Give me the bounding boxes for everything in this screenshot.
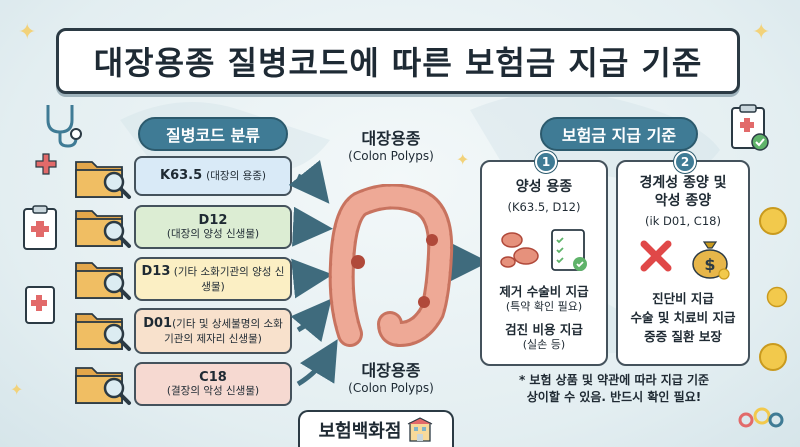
note-line: * 보험 상품 및 약관에 따라 지급 기준 [518, 373, 710, 387]
title-banner: 대장용종 질병코드에 따른 보험금 지급 기준 [56, 28, 740, 94]
folder-magnifier-icon [74, 306, 132, 351]
folder-magnifier-icon [74, 203, 132, 248]
document-icon [24, 285, 56, 329]
sparkle-icon: ✦ [752, 20, 771, 45]
code-label: K63.5 [160, 168, 203, 184]
code-label: C18 [199, 369, 227, 385]
code-desc: (기타 소화기관의 양성 신생물) [173, 266, 285, 293]
folder-magnifier-icon [74, 360, 132, 405]
coin-icon [758, 206, 788, 240]
card-codes: (ik D01, C18) [645, 214, 721, 228]
brand-tab: 보험백화점 [298, 410, 454, 447]
card-title-line: 악성 종양 [654, 193, 712, 210]
card-benefit-1: 제거 수술비 지급 (특약 확인 필요) [482, 284, 606, 315]
benefit-card-benign: 1 양성 용종 (K63.5, D12) 제거 수술비 지급 (특약 확인 필요… [480, 151, 608, 366]
brand-name: 보험백화점 [318, 420, 402, 442]
card-title-line: 경계성 종양 및 [639, 175, 727, 191]
page-title: 대장용종 질병코드에 따른 보험금 지급 기준 [93, 44, 703, 82]
brand-logo-icon [738, 396, 784, 434]
checklist-icon [730, 104, 770, 156]
polyp [351, 255, 365, 269]
medical-cross-icon [34, 152, 58, 180]
card-codes: (K63.5, D12) [507, 200, 581, 214]
colon-top-label: 대장용종 (Colon Polyps) [336, 125, 446, 163]
benefit-line: 검진 비용 지급 [505, 322, 583, 337]
colon-bottom-label: 대장용종 (Colon Polyps) [336, 357, 446, 395]
code-label: D01 [143, 316, 173, 332]
benefit-card-malignant: 2 경계성 종양 및 악성 종양 (ik D01, C18) $ 진단비 지급 … [616, 151, 750, 366]
code-box-c18: C18 (결장의 악성 신생물) [134, 362, 292, 406]
code-desc: (기타 및 상세불명의 소화기관의 제자리 신생물) [164, 318, 283, 345]
code-desc: (결장의 악성 신생물) [166, 384, 260, 397]
sparkle-icon: ✦ [456, 150, 470, 169]
left-section-label: 질병코드 분류 [138, 117, 288, 151]
colon-bottom-en: (Colon Polyps) [348, 381, 434, 395]
benefit-line: 수술 및 치료비 지급 [630, 309, 736, 325]
coin-icon [758, 342, 788, 376]
polyp [426, 234, 438, 246]
stethoscope-icon [38, 100, 88, 154]
card-number: 1 [535, 151, 557, 173]
card-title: 양성 용종 [515, 179, 573, 195]
left-section-label-text: 질병코드 분류 [166, 126, 260, 145]
code-box-d01: D01(기타 및 상세불명의 소화기관의 제자리 신생물) [134, 308, 292, 354]
code-desc: (대장의 용종) [206, 170, 266, 183]
colon-illustration [328, 184, 454, 348]
card-number: 2 [674, 151, 696, 173]
x-mark-icon [640, 240, 672, 272]
colon-top-ko: 대장용종 [361, 129, 421, 148]
benefit-line-sub: (특약 확인 필요) [505, 300, 583, 314]
card-benefit-2: 검진 비용 지급 (실손 등) [482, 322, 606, 353]
disclaimer-note: * 보험 상품 및 약관에 따라 지급 기준 상이할 수 있음. 반드시 확인 … [478, 372, 750, 407]
card-benefit-list: 진단비 지급 수술 및 치료비 지급 중증 질환 보장 [618, 290, 748, 346]
code-box-d13: D13 (기타 소화기관의 양성 신생물) [134, 257, 292, 301]
polyp [418, 296, 430, 308]
sparkle-icon: ✦ [10, 380, 24, 399]
card-title: 경계성 종양 및 악성 종양 [618, 174, 748, 210]
benefit-line: 중증 질환 보장 [644, 328, 722, 344]
benefit-line-sub: (실손 등) [522, 338, 566, 352]
coin-icon [766, 286, 788, 312]
code-box-k635: K63.5 (대장의 용종) [134, 156, 292, 196]
clipboard-icon [22, 205, 58, 255]
money-bag-symbol: $ [704, 255, 715, 274]
code-label: D12 [198, 212, 228, 228]
benefit-line: 진단비 지급 [652, 291, 714, 306]
colon-top-en: (Colon Polyps) [348, 149, 434, 163]
folder-magnifier-icon [74, 255, 132, 300]
colon-bottom-ko: 대장용종 [361, 361, 421, 380]
code-label: D13 [141, 264, 171, 280]
building-icon [408, 416, 433, 442]
code-combined: D13 (기타 소화기관의 양성 신생물) [140, 264, 286, 293]
money-bag-icon: $ [692, 241, 730, 280]
code-desc: (대장의 양성 신생물) [166, 227, 260, 240]
folder-magnifier-icon [74, 154, 132, 199]
benefit-line: 제거 수술비 지급 [499, 284, 589, 299]
right-section-label: 보험금 지급 기준 [540, 117, 698, 151]
code-box-d12: D12 (대장의 양성 신생물) [134, 205, 292, 249]
code-combined: D01(기타 및 상세불명의 소화기관의 제자리 신생물) [140, 316, 286, 345]
note-line: 상이할 수 있음. 반드시 확인 필요! [526, 390, 702, 405]
sparkle-icon: ✦ [18, 20, 37, 45]
polyp-checklist-icon [500, 229, 587, 271]
right-section-label-text: 보험금 지급 기준 [561, 126, 677, 145]
